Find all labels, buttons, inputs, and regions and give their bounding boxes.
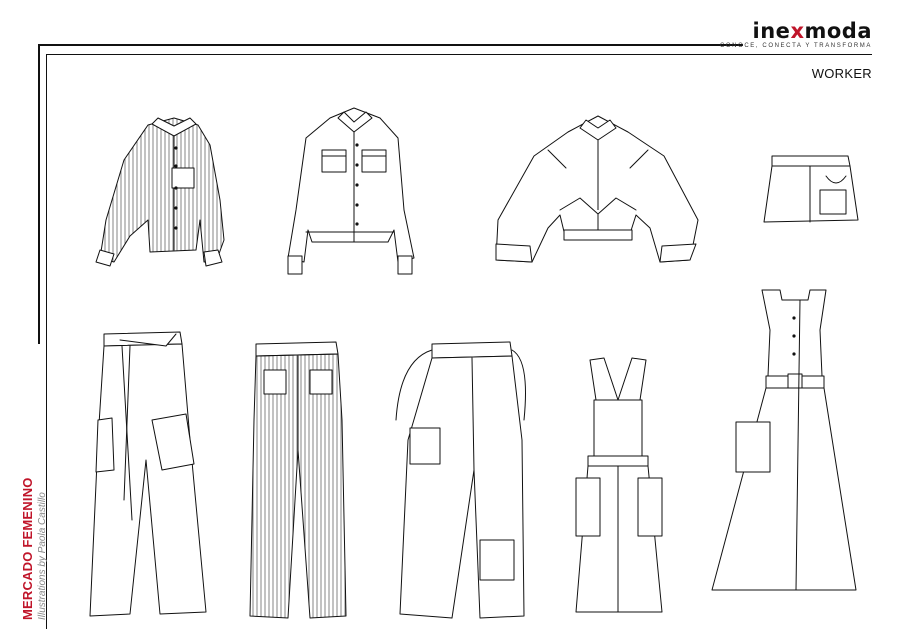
- frame-top-line-2: [46, 54, 872, 55]
- garment-cropped-jacket: [288, 108, 414, 274]
- frame-left-line-1: [38, 44, 40, 344]
- collection-title: WORKER: [811, 66, 872, 81]
- frame-left-line-2: [46, 54, 47, 629]
- frame-top-line-1: [38, 44, 743, 46]
- garment-cargo-pants: [396, 342, 526, 618]
- brand-tagline: CONOCE, CONECTA Y TRANSFORMA: [719, 43, 872, 49]
- brand-name-prefix: ine: [752, 19, 791, 43]
- brand-name-accent: x: [790, 19, 805, 43]
- garment-mini-skirt: [764, 156, 858, 222]
- brand-name-suffix: moda: [804, 19, 872, 43]
- garment-halter-wrap-dress: [712, 290, 856, 590]
- brand-logo: inexmoda CONOCE, CONECTA Y TRANSFORMA: [720, 20, 872, 49]
- garment-striped-shirt: [96, 118, 224, 266]
- garment-striped-bootcut-pants: [250, 342, 346, 618]
- garment-overall-skirt: [576, 358, 662, 612]
- garment-belted-wide-pants: [90, 332, 206, 616]
- garment-bomber-jacket: [496, 116, 698, 262]
- brand-name: inexmoda: [720, 20, 872, 42]
